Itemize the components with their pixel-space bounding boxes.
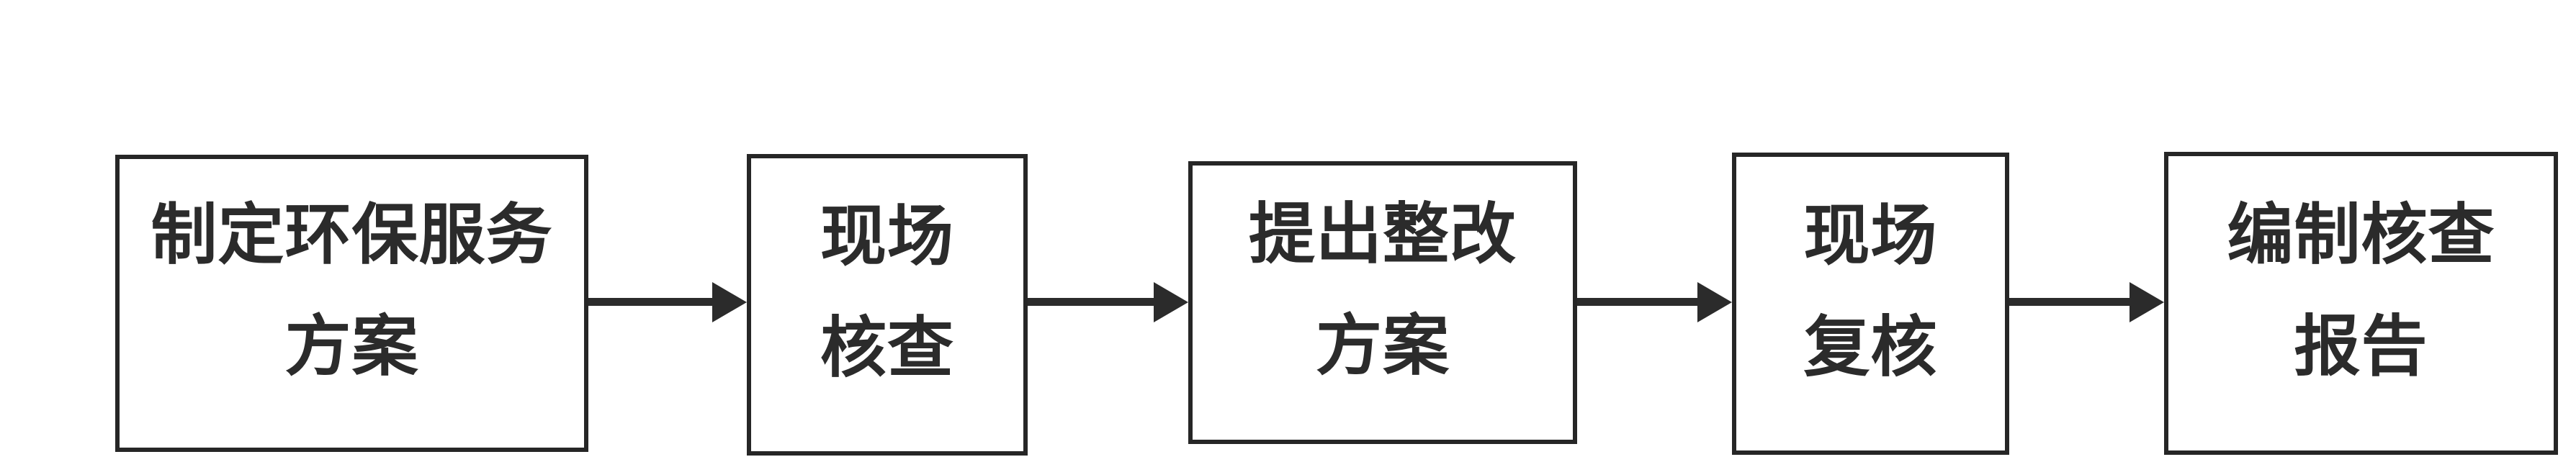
flow-node-onsite-recheck: 现场 复核	[1732, 153, 2009, 455]
flow-arrow-2	[1028, 281, 1188, 324]
node-label-line: 提出整改	[1248, 198, 1517, 271]
flow-arrow-1	[588, 281, 747, 324]
node-label-line: 核查	[820, 312, 954, 385]
arrow-shaft	[1577, 298, 1702, 306]
flow-node-rectification-plan: 提出整改 方案	[1188, 161, 1577, 444]
arrow-shaft	[588, 298, 717, 306]
arrow-head-right-icon	[1697, 282, 1732, 322]
flow-arrow-3	[1577, 281, 1732, 324]
node-label-line: 现场	[820, 200, 954, 273]
node-label-line: 方案	[284, 310, 419, 384]
node-label-line: 方案	[1315, 309, 1450, 383]
arrow-shaft	[1028, 298, 1158, 306]
flow-node-report: 编制核查 报告	[2164, 152, 2558, 455]
flow-node-onsite-check: 现场 核查	[747, 154, 1028, 456]
node-label-line: 编制核查	[2227, 199, 2495, 272]
node-label-line: 报告	[2294, 310, 2428, 384]
arrow-head-right-icon	[712, 282, 747, 322]
arrow-head-right-icon	[1154, 282, 1188, 322]
node-label-line: 现场	[1803, 199, 1938, 273]
node-label-line: 制定环保服务	[151, 199, 553, 272]
arrow-head-right-icon	[2130, 282, 2164, 322]
node-label-line: 复核	[1803, 310, 1938, 384]
flow-arrow-4	[2009, 281, 2164, 324]
arrow-shaft	[2009, 298, 2134, 306]
flow-node-service-plan: 制定环保服务 方案	[115, 155, 588, 452]
